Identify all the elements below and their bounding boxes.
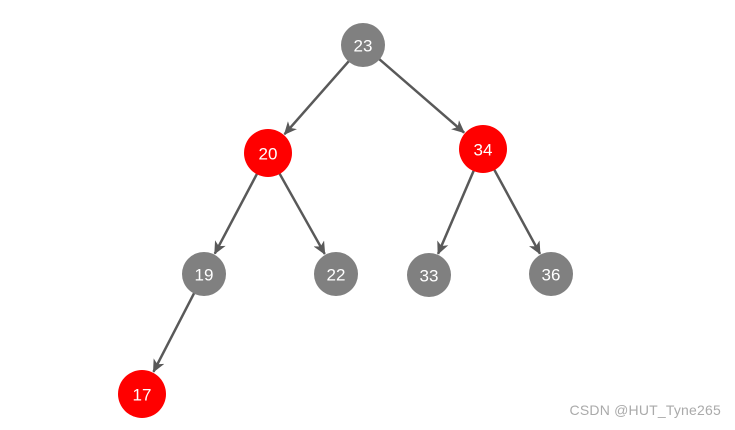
tree-node-17: 17 — [118, 370, 166, 418]
tree-edge-23-20 — [283, 59, 351, 136]
watermark: CSDN @HUT_Tyne265 — [569, 402, 721, 418]
tree-node-20: 20 — [244, 129, 292, 177]
tree-edge-19-17 — [152, 292, 196, 373]
tree-edge-34-33 — [436, 169, 476, 255]
red-node-circle — [118, 370, 166, 418]
tree-node-22: 22 — [314, 252, 358, 296]
node-label: 19 — [195, 266, 214, 285]
gray-node-circle — [407, 253, 451, 297]
tree-edge-34-36 — [492, 168, 542, 255]
tree-edge-20-19 — [213, 172, 259, 255]
red-node-circle — [244, 129, 292, 177]
tree-node-34: 34 — [459, 125, 507, 173]
tree-node-23: 23 — [341, 23, 385, 67]
red-node-circle — [459, 125, 507, 173]
tree-node-36: 36 — [529, 252, 573, 296]
gray-node-circle — [182, 252, 226, 296]
node-label: 23 — [354, 37, 373, 56]
gray-node-circle — [341, 23, 385, 67]
node-label: 36 — [542, 266, 561, 285]
tree-node-19: 19 — [182, 252, 226, 296]
gray-node-circle — [529, 252, 573, 296]
gray-node-circle — [314, 252, 358, 296]
node-label: 20 — [259, 145, 278, 164]
tree-node-33: 33 — [407, 253, 451, 297]
tree-edge-20-22 — [278, 172, 326, 255]
node-label: 34 — [474, 141, 493, 160]
node-label: 22 — [327, 266, 346, 285]
tree-edge-23-34 — [378, 57, 465, 134]
node-label: 17 — [133, 386, 152, 405]
node-label: 33 — [420, 267, 439, 286]
